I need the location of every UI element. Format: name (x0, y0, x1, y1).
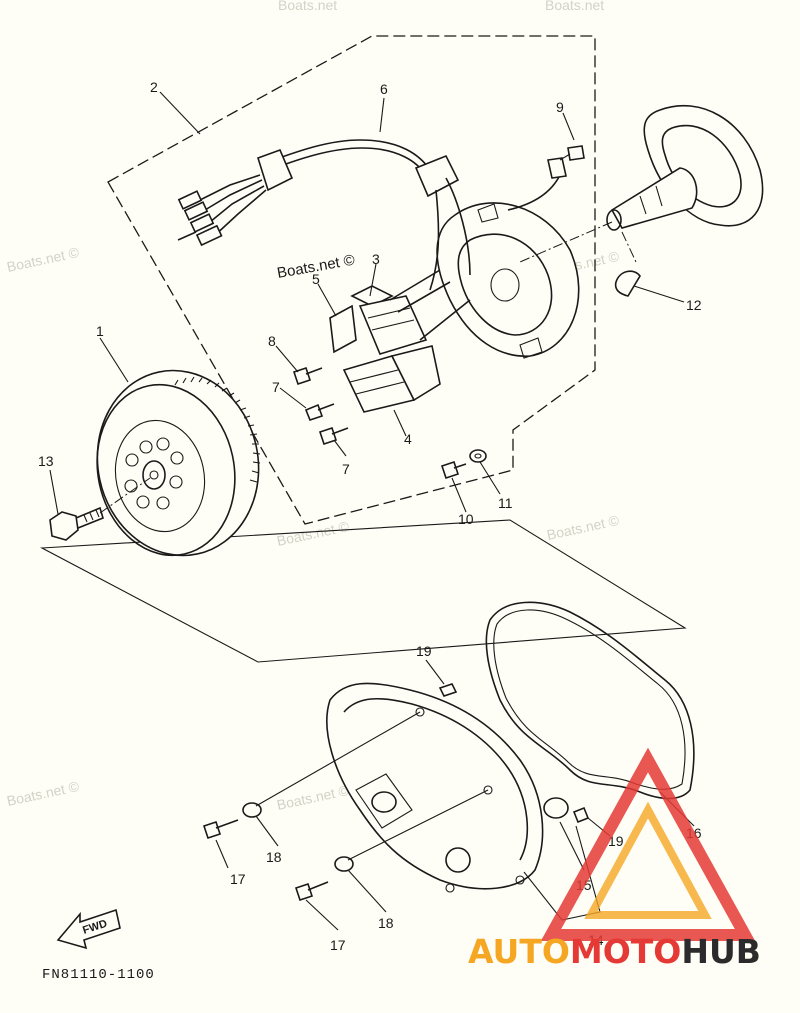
callout-11: 11 (498, 495, 513, 511)
logo-hub: HUB (681, 932, 761, 971)
callout-7: 7 (342, 461, 350, 477)
dowel-pin (572, 806, 590, 824)
callout-8: 8 (268, 333, 276, 349)
crankshaft-hub (606, 105, 764, 231)
axis-line (99, 477, 151, 514)
watermark: Boats.net © (5, 778, 81, 809)
watermark: Boats.net © (545, 512, 621, 543)
callout-12: 12 (686, 297, 702, 313)
callout-4: 4 (404, 431, 412, 447)
callout-1: 1 (96, 323, 104, 339)
watermark: Boats.net (545, 0, 604, 13)
callout-10: 10 (458, 511, 474, 527)
callout-6: 6 (380, 81, 388, 97)
generator-cover (326, 682, 544, 893)
assembly-boundary-dashed (107, 35, 596, 525)
flywheel-nut-bolt (49, 506, 104, 541)
callout-19: 19 (416, 643, 432, 659)
stator-screws (292, 366, 349, 446)
callout-18: 18 (266, 849, 282, 865)
axis-line (347, 789, 489, 861)
callout-3: 3 (372, 251, 380, 267)
watermark: Boats.net © (5, 244, 81, 275)
callout-7: 7 (272, 379, 280, 395)
callout-17: 17 (330, 937, 346, 953)
axis-line (255, 711, 421, 807)
watermark: Boats.net © (275, 782, 351, 813)
bushing (543, 797, 569, 819)
woodruff-key (614, 270, 641, 297)
automotohub-logo: AUTOMOTOHUB (468, 747, 761, 971)
watermark: Boats.net (278, 0, 337, 13)
ground-screw (559, 145, 585, 161)
axis-line (519, 221, 613, 263)
cover-bolts (202, 802, 354, 902)
pickup-coil-assembly (329, 269, 471, 413)
forward-direction-arrow: FWD (56, 908, 121, 950)
callout-5: 5 (312, 271, 320, 287)
dowel-pin (438, 683, 458, 697)
plate-screw-washer (440, 449, 487, 480)
wire-harness (177, 139, 567, 291)
flywheel-rotor (96, 369, 261, 557)
axis-line (621, 231, 637, 263)
flywheel-group-boundary (40, 519, 687, 663)
callout-18: 18 (378, 915, 394, 931)
callout-13: 13 (38, 453, 54, 469)
callout-2: 2 (150, 79, 158, 95)
drawing-code: FN81110-1100 (42, 967, 155, 983)
logo-moto: MOTO (570, 932, 681, 971)
logo-auto: AUTO (468, 932, 570, 971)
callout-9: 9 (556, 99, 564, 115)
logo-text: AUTOMOTOHUB (468, 932, 761, 971)
callout-17: 17 (230, 871, 246, 887)
stator-base-plate (436, 202, 580, 359)
